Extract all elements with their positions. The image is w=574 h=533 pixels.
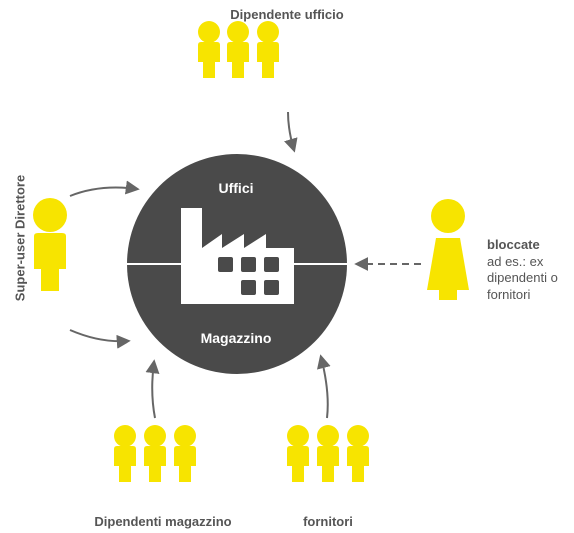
arrow-suppliers-to-circle (317, 354, 331, 419)
blocked-person-icon (427, 199, 469, 300)
suppliers-label: fornitori (303, 514, 353, 529)
blocked-title: bloccate (487, 237, 540, 252)
superuser-person-icon (33, 198, 67, 291)
blocked-description: bloccate ad es.: ex dipendenti o fornito… (487, 237, 558, 303)
suppliers-group-icon (287, 425, 369, 482)
office-employee-group-icon (198, 21, 279, 78)
warehouse-label: Magazzino (200, 330, 272, 346)
arrow-warehouse-employees-to-circle (145, 359, 160, 419)
blocked-line-2: dipendenti o (487, 270, 558, 285)
arrow-superuser-to-warehouse (69, 329, 131, 349)
warehouse-employees-label: Dipendenti magazzino (94, 514, 232, 529)
blocked-line-3: fornitori (487, 286, 531, 302)
factory-icon (181, 208, 294, 304)
blocked-line-1: ad es.: ex (487, 253, 544, 269)
arrow-superuser-to-offices (69, 180, 140, 197)
arrow-office-to-circle (284, 111, 298, 153)
offices-label: Uffici (218, 180, 254, 196)
office-employee-label: Dipendente ufficio (230, 7, 344, 22)
warehouse-employees-group-icon (114, 425, 196, 482)
superuser-label: Super-user Direttore (12, 174, 28, 302)
